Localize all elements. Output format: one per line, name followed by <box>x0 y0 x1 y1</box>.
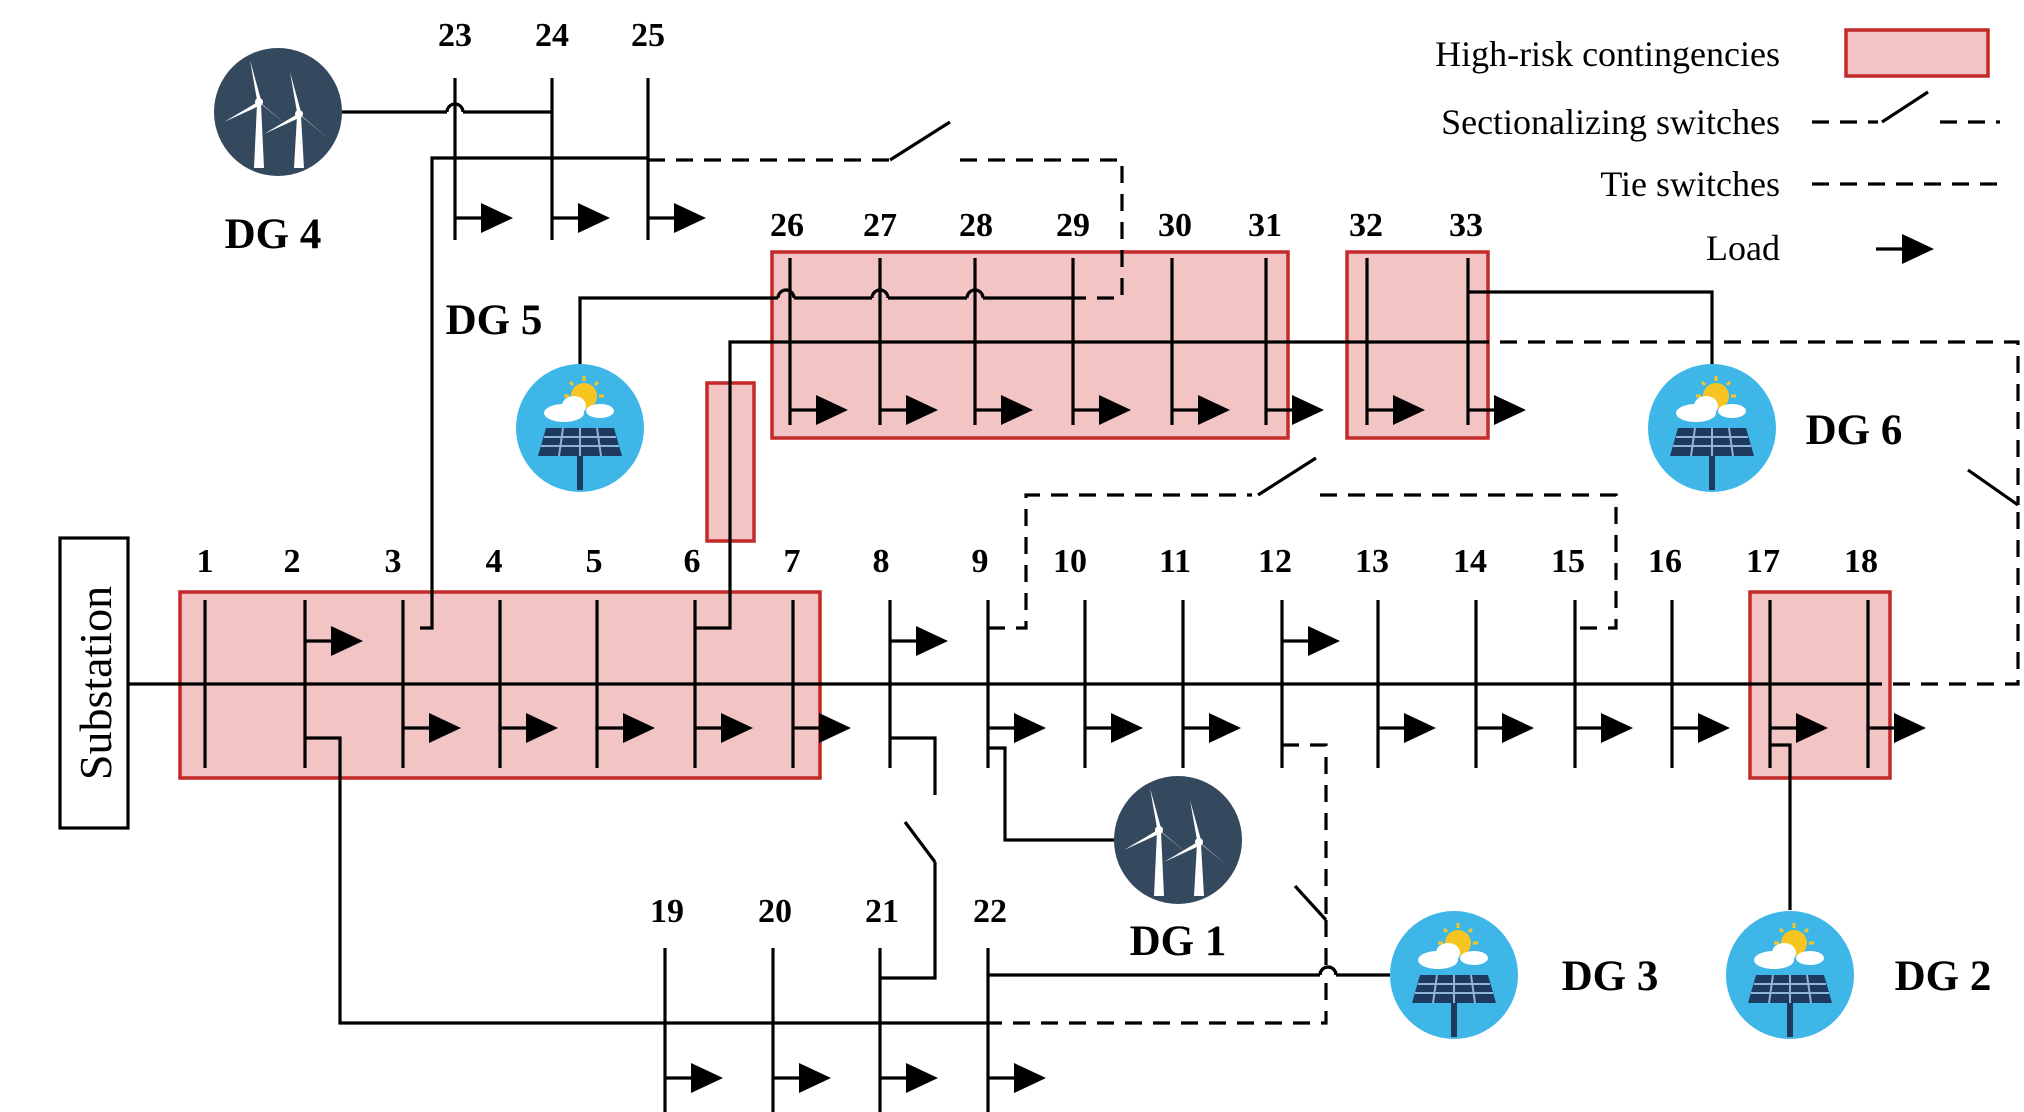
bus-label-33: 33 <box>1449 207 1483 244</box>
legend-sectionalizing-swatch <box>1812 90 2000 124</box>
bus-label-14: 14 <box>1453 543 1487 580</box>
bus-label-27: 27 <box>863 207 897 244</box>
legend-tie-label: Tie switches <box>1600 164 1780 204</box>
solar-panel-icon <box>514 362 646 494</box>
bus-label-5: 5 <box>586 543 603 580</box>
tie-switch-18-33 <box>1472 340 2020 505</box>
load-arrow-bus-21 <box>878 1061 940 1095</box>
lateral-buses-26-33: 26 27 28 29 30 31 32 33 <box>695 207 1528 630</box>
dg-4: DG 4 <box>214 48 342 258</box>
bus-label-24: 24 <box>535 17 569 54</box>
bus-label-1: 1 <box>197 543 214 580</box>
solar-panel-icon <box>1388 909 1520 1041</box>
legend-high-risk-label: High-risk contingencies <box>1435 34 1780 74</box>
load-arrow-bus-12 <box>1280 624 1342 658</box>
bus-label-11: 11 <box>1159 543 1191 580</box>
sectionalizing-switch-8-21 <box>880 736 937 980</box>
bus-label-25: 25 <box>631 17 665 54</box>
tie-switches <box>648 120 2020 1025</box>
bus-label-12: 12 <box>1258 543 1292 580</box>
legend-high-risk-swatch <box>1844 28 1990 78</box>
lateral-buses-19-22: 19 20 21 22 <box>305 736 1048 1112</box>
load-arrow-bus-22 <box>986 1061 1048 1095</box>
bus-label-10: 10 <box>1053 543 1087 580</box>
bus-label-13: 13 <box>1355 543 1389 580</box>
load-arrow-bus-20 <box>771 1061 833 1095</box>
dg-2: DG 2 <box>1724 909 1992 1041</box>
dg-label-4: DG 4 <box>225 211 322 258</box>
load-arrow-bus-8 <box>888 624 950 658</box>
bus-label-6: 6 <box>684 543 701 580</box>
legend-sectionalizing-label: Sectionalizing switches <box>1441 102 1780 142</box>
dg-label-3: DG 3 <box>1562 953 1659 1000</box>
bus-label-3: 3 <box>385 543 402 580</box>
legend-load-label: Load <box>1706 228 1780 268</box>
bus-label-28: 28 <box>959 207 993 244</box>
bus-label-2: 2 <box>284 543 301 580</box>
legend-load-arrow <box>1874 232 1936 266</box>
tie-switch-9-15 <box>988 493 1252 630</box>
main-feeder-buses <box>203 600 1870 768</box>
bus-label-17: 17 <box>1746 543 1780 580</box>
load-arrow-bus-19 <box>663 1061 725 1095</box>
dg-5: DG 5 <box>446 297 646 494</box>
bus-label-32: 32 <box>1349 207 1383 244</box>
dg-label-5: DG 5 <box>446 297 543 344</box>
tie-switch-12-22 <box>1282 743 1328 920</box>
solar-panel-icon <box>1724 909 1856 1041</box>
load-arrow-bus-9 <box>986 711 1048 745</box>
bus-label-31: 31 <box>1248 207 1282 244</box>
bus-label-16: 16 <box>1648 543 1682 580</box>
substation-label: Substation <box>70 586 121 780</box>
bus-label-22: 22 <box>973 893 1007 930</box>
bus-label-18: 18 <box>1844 543 1878 580</box>
bus-label-8: 8 <box>873 543 890 580</box>
load-arrow-bus-11 <box>1181 711 1243 745</box>
dg-label-1: DG 1 <box>1130 918 1227 965</box>
main-feeder-bus-labels: 1 2 3 4 5 6 7 8 9 10 11 12 13 14 15 16 1… <box>197 543 1879 580</box>
load-arrow-bus-13 <box>1376 711 1438 745</box>
wind-turbine-icon <box>1114 776 1242 904</box>
dg-label-6: DG 6 <box>1806 407 1903 454</box>
bus-label-7: 7 <box>784 543 801 580</box>
bus-label-4: 4 <box>486 543 503 580</box>
load-arrow-bus-23 <box>453 201 515 235</box>
dg-label-2: DG 2 <box>1895 953 1992 1000</box>
wind-turbine-icon <box>214 48 342 176</box>
substation: Substation <box>58 536 130 830</box>
bus-label-26: 26 <box>770 207 804 244</box>
load-arrow-bus-16 <box>1670 711 1732 745</box>
load-arrow-bus-14 <box>1474 711 1536 745</box>
bus-label-20: 20 <box>758 893 792 930</box>
bus-label-29: 29 <box>1056 207 1090 244</box>
dg-1: DG 1 <box>1114 776 1242 965</box>
load-arrow-bus-15 <box>1573 711 1635 745</box>
bus-label-9: 9 <box>972 543 989 580</box>
load-arrow-bus-25 <box>646 201 708 235</box>
solar-panel-icon <box>1646 362 1778 494</box>
bus-label-30: 30 <box>1158 207 1192 244</box>
dg-6: DG 6 <box>1646 362 1903 494</box>
high-risk-box-buses-32-33 <box>1345 250 1490 440</box>
bus-label-19: 19 <box>650 893 684 930</box>
load-arrow-bus-24 <box>550 201 612 235</box>
load-arrow-bus-10 <box>1083 711 1145 745</box>
bus-label-23: 23 <box>438 17 472 54</box>
high-risk-areas <box>178 250 1892 780</box>
dg-3: DG 3 <box>1388 909 1659 1041</box>
legend: High-risk contingencies Sectionalizing s… <box>1435 28 2000 268</box>
bus-label-15: 15 <box>1551 543 1585 580</box>
bus-label-21: 21 <box>865 893 899 930</box>
